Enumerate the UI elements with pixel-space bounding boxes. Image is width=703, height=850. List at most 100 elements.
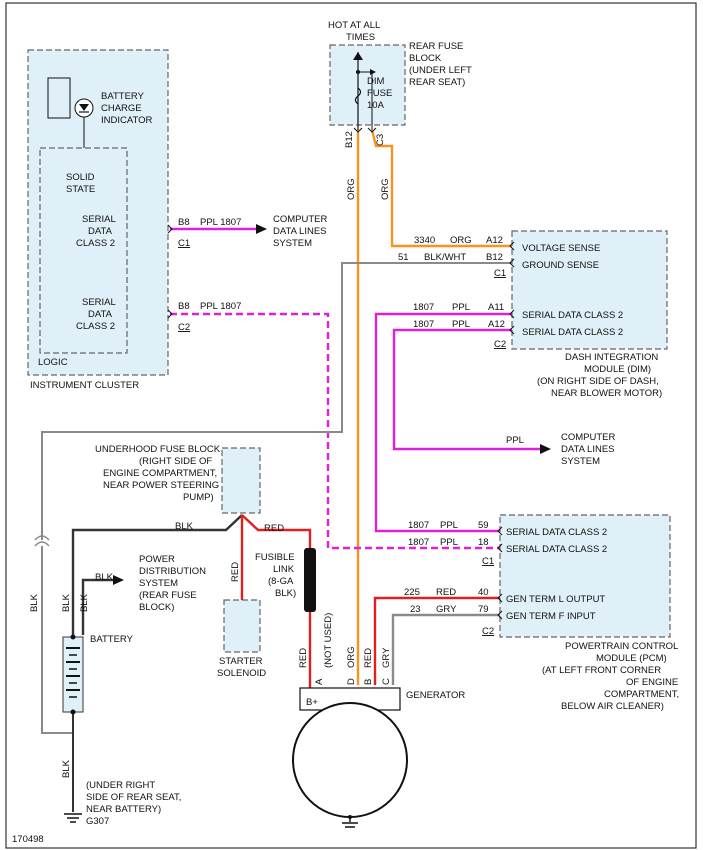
starter-solenoid-box: [223, 599, 261, 653]
svg-text:C2: C2: [494, 339, 506, 350]
svg-text:1807: 1807: [413, 302, 434, 313]
svg-text:LOGIC: LOGIC: [38, 357, 68, 368]
underhood-fuse-block-box: [221, 447, 261, 514]
svg-text:SIDE OF REAR SEAT,: SIDE OF REAR SEAT,: [86, 792, 181, 803]
svg-text:(RIGHT SIDE OF: (RIGHT SIDE OF: [139, 456, 212, 467]
svg-text:51: 51: [398, 252, 409, 263]
svg-text:SERIAL DATA CLASS 2: SERIAL DATA CLASS 2: [522, 310, 623, 321]
svg-text:B12: B12: [486, 252, 503, 263]
computer-data-lines-2: COMPUTER DATA LINES SYSTEM: [561, 432, 616, 467]
svg-text:(ON RIGHT SIDE OF DASH,: (ON RIGHT SIDE OF DASH,: [537, 376, 659, 387]
svg-text:FUSE: FUSE: [367, 88, 392, 99]
svg-text:DATA: DATA: [88, 226, 113, 237]
pcm-box: [499, 514, 671, 638]
svg-text:BLOCK: BLOCK: [409, 53, 442, 64]
svg-text:RED: RED: [230, 562, 241, 582]
svg-text:B: B: [363, 679, 374, 685]
svg-text:SERIAL DATA CLASS 2: SERIAL DATA CLASS 2: [506, 544, 607, 555]
wire-gry-gen-f: [391, 613, 500, 685]
svg-text:COMPARTMENT,: COMPARTMENT,: [604, 689, 679, 700]
connector-marks: [167, 127, 515, 620]
svg-text:SERIAL DATA CLASS 2: SERIAL DATA CLASS 2: [522, 327, 623, 338]
svg-text:REAR SEAT): REAR SEAT): [409, 77, 465, 88]
svg-text:VOLTAGE SENSE: VOLTAGE SENSE: [522, 243, 600, 254]
wire-red-fusible: [241, 514, 312, 548]
svg-text:GEN TERM L OUTPUT: GEN TERM L OUTPUT: [506, 594, 605, 605]
svg-text:BATTERY: BATTERY: [101, 91, 145, 102]
svg-text:SOLID: SOLID: [66, 172, 95, 183]
battery-charge-indicator-icon: [47, 77, 94, 148]
svg-text:INSTRUMENT CLUSTER: INSTRUMENT CLUSTER: [30, 380, 139, 391]
rear-fuse-labels: HOT AT ALL TIMES REAR FUSE BLOCK (UNDER …: [328, 20, 472, 148]
svg-text:BELOW AIR CLEANER): BELOW AIR CLEANER): [561, 701, 664, 712]
svg-text:B+: B+: [306, 697, 318, 708]
svg-text:NEAR POWER STEERING: NEAR POWER STEERING: [103, 480, 219, 491]
svg-text:CLASS 2: CLASS 2: [76, 321, 115, 332]
svg-text:ENGINE COMPARTMENT,: ENGINE COMPARTMENT,: [103, 468, 217, 479]
svg-text:DASH INTEGRATION: DASH INTEGRATION: [565, 352, 658, 363]
starter-labels: STARTER SOLENOID: [217, 656, 266, 679]
svg-text:UNDERHOOD FUSE BLOCK: UNDERHOOD FUSE BLOCK: [95, 444, 221, 455]
svg-text:(8-GA: (8-GA: [268, 576, 294, 587]
svg-text:BLK): BLK): [275, 588, 296, 599]
svg-text:CLASS 2: CLASS 2: [76, 238, 115, 249]
wire-color-labels: ORG ORG BLK BLK BLK BLK BLK BLK RED RED …: [29, 178, 392, 778]
dim-box: [511, 230, 668, 350]
svg-text:B8: B8: [178, 217, 190, 228]
svg-text:A12: A12: [486, 235, 503, 246]
svg-text:(NOT USED): (NOT USED): [323, 613, 334, 668]
svg-text:GEN TERM F INPUT: GEN TERM F INPUT: [506, 611, 596, 622]
svg-text:OF ENGINE: OF ENGINE: [626, 677, 678, 688]
underhood-labels: UNDERHOOD FUSE BLOCK (RIGHT SIDE OF ENGI…: [95, 444, 221, 503]
wire-ppl-dim-pcm: [374, 312, 512, 533]
svg-text:CHARGE: CHARGE: [101, 103, 142, 114]
arrow-computer-1: [256, 224, 267, 234]
svg-text:79: 79: [478, 604, 489, 615]
svg-text:MODULE (DIM): MODULE (DIM): [584, 364, 651, 375]
fusible-link-labels: FUSIBLE LINK (8-GA BLK): [255, 552, 296, 599]
svg-text:BLK: BLK: [79, 593, 90, 612]
svg-text:23: 23: [410, 604, 421, 615]
wire-break: [34, 535, 50, 547]
svg-text:B12: B12: [344, 131, 355, 148]
svg-text:STARTER: STARTER: [219, 656, 263, 667]
rear-fuse-block-box: [329, 44, 406, 126]
svg-text:PPL: PPL: [440, 537, 458, 548]
svg-text:BLK: BLK: [61, 593, 72, 612]
svg-text:10A: 10A: [367, 100, 385, 111]
svg-text:SYSTEM: SYSTEM: [561, 456, 600, 467]
svg-text:PPL: PPL: [452, 319, 470, 330]
svg-text:ORG: ORG: [450, 235, 472, 246]
svg-text:BATTERY: BATTERY: [90, 634, 134, 645]
svg-text:A12: A12: [488, 319, 505, 330]
pcm-labels: 1807 PPL 59 SERIAL DATA CLASS 2 1807 PPL…: [404, 520, 679, 712]
svg-text:BLK: BLK: [29, 593, 40, 612]
svg-text:GENERATOR: GENERATOR: [406, 690, 465, 701]
svg-text:C1: C1: [178, 238, 190, 249]
svg-text:GROUND SENSE: GROUND SENSE: [522, 260, 599, 271]
svg-text:59: 59: [478, 520, 489, 531]
wire-org-dim: [370, 129, 512, 248]
svg-text:BLOCK): BLOCK): [139, 602, 174, 613]
svg-text:TIMES: TIMES: [346, 32, 375, 43]
svg-text:BLK: BLK: [95, 572, 114, 583]
svg-text:COMPUTER: COMPUTER: [273, 214, 328, 225]
svg-text:G307: G307: [86, 816, 109, 827]
svg-text:PPL: PPL: [506, 435, 524, 446]
svg-text:POWER: POWER: [139, 554, 175, 565]
svg-text:ORG: ORG: [346, 178, 357, 200]
svg-text:B8: B8: [178, 301, 190, 312]
arrow-power-dist: [113, 575, 124, 585]
svg-text:1807: 1807: [413, 319, 434, 330]
power-distribution-labels: POWER DISTRIBUTION SYSTEM (REAR FUSE BLO…: [139, 554, 206, 613]
svg-text:A: A: [314, 678, 325, 685]
svg-text:GRY: GRY: [436, 604, 457, 615]
fusible-link: [304, 548, 316, 612]
svg-text:(UNDER RIGHT: (UNDER RIGHT: [86, 780, 155, 791]
dim-labels: 3340 ORG A12 VOLTAGE SENSE 51 BLK/WHT B1…: [398, 235, 662, 446]
wire-ground-sense: [41, 262, 512, 540]
svg-text:C: C: [381, 678, 392, 685]
arrow-computer-2: [540, 444, 551, 454]
diagram-frame: [5, 2, 697, 849]
